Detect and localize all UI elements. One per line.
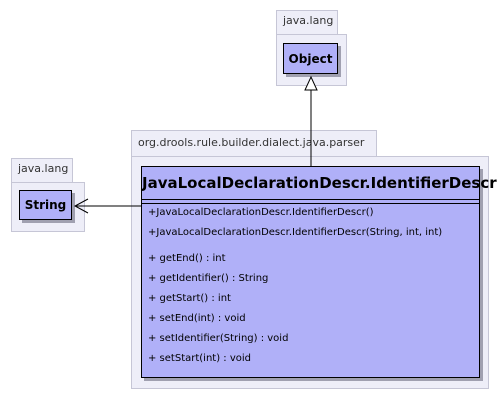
inheritance-arrowhead [304, 75, 318, 91]
class-name-separator [142, 199, 479, 200]
package-tab-main: org.drools.rule.builder.dialect.java.par… [131, 130, 377, 156]
identifier-descr-class-name: JavaLocalDeclarationDescr.IdentifierDesc… [142, 174, 497, 192]
package-label-main: org.drools.rule.builder.dialect.java.par… [138, 136, 365, 149]
method-item: + getIdentifier() : String [148, 273, 269, 284]
package-tab-left-java-lang: java.lang [11, 158, 73, 182]
method-item: + setIdentifier(String) : void [148, 333, 289, 344]
identifier-descr-class-box[interactable]: JavaLocalDeclarationDescr.IdentifierDesc… [141, 166, 497, 378]
constructor-item: +JavaLocalDeclarationDescr.IdentifierDes… [148, 227, 443, 238]
package-label-top-java-lang: java.lang [283, 14, 334, 27]
method-item: + setStart(int) : void [148, 353, 251, 364]
association-arrowhead [73, 198, 89, 214]
string-class-box[interactable]: String [19, 190, 72, 220]
inheritance-arrow [304, 75, 318, 166]
string-class-name: String [24, 198, 67, 212]
method-item: + getStart() : int [148, 293, 231, 304]
object-class-box[interactable]: Object [283, 43, 338, 74]
constructor-item: +JavaLocalDeclarationDescr.IdentifierDes… [148, 207, 374, 218]
package-tab-top-java-lang: java.lang [276, 10, 338, 34]
method-item: + getEnd() : int [148, 253, 226, 264]
attributes-separator [142, 203, 479, 204]
object-class-name: Object [288, 51, 333, 66]
association-arrow [73, 198, 141, 214]
package-label-left-java-lang: java.lang [18, 162, 69, 175]
method-item: + setEnd(int) : void [148, 313, 246, 324]
